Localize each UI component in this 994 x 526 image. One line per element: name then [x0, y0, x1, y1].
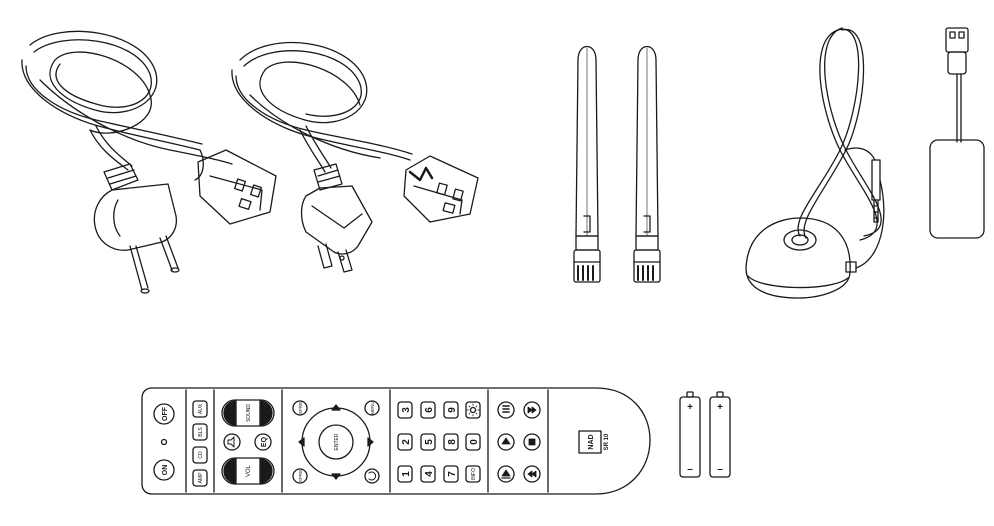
remote-key-5[interactable]: 5: [420, 433, 436, 451]
remote-key-9[interactable]: 9: [443, 401, 459, 419]
aaa-battery-right: + –: [709, 391, 731, 478]
fm-antenna: [745, 27, 885, 299]
svg-text:2: 2: [401, 439, 412, 445]
remote-play-button[interactable]: [497, 433, 515, 451]
svg-text:9: 9: [447, 407, 458, 413]
remote-volume-rocker[interactable]: VOL: [221, 457, 275, 485]
svg-text:7: 7: [447, 471, 458, 477]
antenna-base: [745, 217, 851, 299]
remote-sound-rocker[interactable]: SOUND: [221, 399, 275, 427]
svg-text:NAD: NAD: [588, 434, 595, 449]
remote-key-1[interactable]: 1: [397, 465, 413, 483]
us-plug: [300, 185, 373, 255]
remote-source-cd[interactable]: CD: [192, 446, 208, 464]
svg-text:1: 1: [401, 471, 412, 477]
remote-key-0[interactable]: 0: [465, 433, 481, 451]
svg-text:+: +: [687, 402, 693, 413]
svg-text:AUX: AUX: [198, 403, 204, 414]
remote-source-amp[interactable]: AMP: [192, 469, 208, 487]
eu-plug: [93, 183, 178, 251]
aaa-battery-left: + –: [679, 391, 701, 478]
svg-text:AMP: AMP: [198, 472, 204, 484]
remote-key-8[interactable]: 8: [443, 433, 459, 451]
remote-model-label: SR 10: [604, 433, 610, 450]
remote-mute-button[interactable]: [223, 433, 241, 451]
remote-return-button[interactable]: [364, 468, 380, 484]
svg-text:4: 4: [424, 471, 435, 477]
remote-enter-button[interactable]: ENTER: [318, 424, 354, 460]
svg-text:6: 6: [424, 407, 435, 413]
remote-off-button[interactable]: OFF: [153, 403, 175, 425]
svg-text:MENU: MENU: [370, 401, 375, 414]
audio-jack: [871, 159, 881, 201]
remote-eject-button[interactable]: [497, 465, 515, 483]
svg-text:OFF: OFF: [162, 406, 169, 421]
remote-key-4[interactable]: 4: [420, 465, 436, 483]
eu-power-cord: [21, 30, 277, 294]
remote-brand-logo: NAD: [578, 430, 602, 454]
svg-text:INFO: INFO: [471, 468, 477, 480]
svg-text:5: 5: [424, 439, 435, 445]
remote-control: OFF ON AUX BLS CD AMP SOUND: [141, 387, 651, 495]
svg-text:SOUND: SOUND: [246, 404, 252, 422]
remote-dpad[interactable]: [298, 404, 374, 480]
remote-on-button[interactable]: ON: [153, 459, 175, 481]
remote-source-bls[interactable]: BLS: [192, 423, 208, 441]
remote-key-6[interactable]: 6: [420, 401, 436, 419]
remote-key-2[interactable]: 2: [397, 433, 413, 451]
remote-stop-button[interactable]: [523, 433, 541, 451]
remote-pause-button[interactable]: [497, 401, 515, 419]
svg-text:SPRE: SPRE: [298, 470, 303, 482]
svg-text:EQ: EQ: [261, 436, 268, 447]
svg-text:0: 0: [469, 439, 480, 445]
svg-text:BLS: BLS: [198, 427, 204, 437]
remote-dimmer-button[interactable]: [465, 401, 481, 419]
svg-text:CD: CD: [198, 451, 204, 459]
wifi-antenna-left: [573, 45, 601, 283]
svg-text:–: –: [717, 464, 723, 475]
remote-menu-button[interactable]: MENU: [364, 400, 380, 416]
remote-next-button[interactable]: [523, 401, 541, 419]
svg-text:SPRE: SPRE: [298, 402, 303, 414]
remote-info-button[interactable]: INFO: [465, 465, 481, 483]
remote-eq-button[interactable]: EQ: [254, 433, 272, 451]
remote-body: [141, 387, 651, 495]
us-power-cord: [231, 41, 479, 273]
eu-plug-pin-right: [159, 235, 179, 271]
us-plug-blade-right: [337, 249, 353, 273]
iec-connector-eu: [197, 149, 277, 225]
us-plug-blade-left: [317, 243, 333, 269]
remote-led: [160, 438, 168, 446]
remote-key-3[interactable]: 3: [397, 401, 413, 419]
remote-source-aux[interactable]: AUX: [192, 400, 208, 418]
svg-text:–: –: [687, 464, 693, 475]
usb-dongle: [929, 27, 985, 239]
svg-text:ENTER: ENTER: [334, 433, 340, 450]
remote-key-7[interactable]: 7: [443, 465, 459, 483]
remote-preset-up-button[interactable]: SPRE: [292, 400, 308, 416]
svg-text:VOL: VOL: [246, 464, 252, 477]
remote-preset-down-button[interactable]: SPRE: [292, 468, 308, 484]
svg-text:ON: ON: [162, 465, 169, 476]
eu-plug-pin-left: [129, 245, 149, 291]
remote-previous-button[interactable]: [523, 465, 541, 483]
svg-text:3: 3: [401, 407, 412, 413]
svg-text:8: 8: [447, 439, 458, 445]
iec-connector-us: [403, 155, 479, 223]
svg-text:+: +: [717, 402, 723, 413]
wifi-antenna-right: [633, 45, 661, 283]
